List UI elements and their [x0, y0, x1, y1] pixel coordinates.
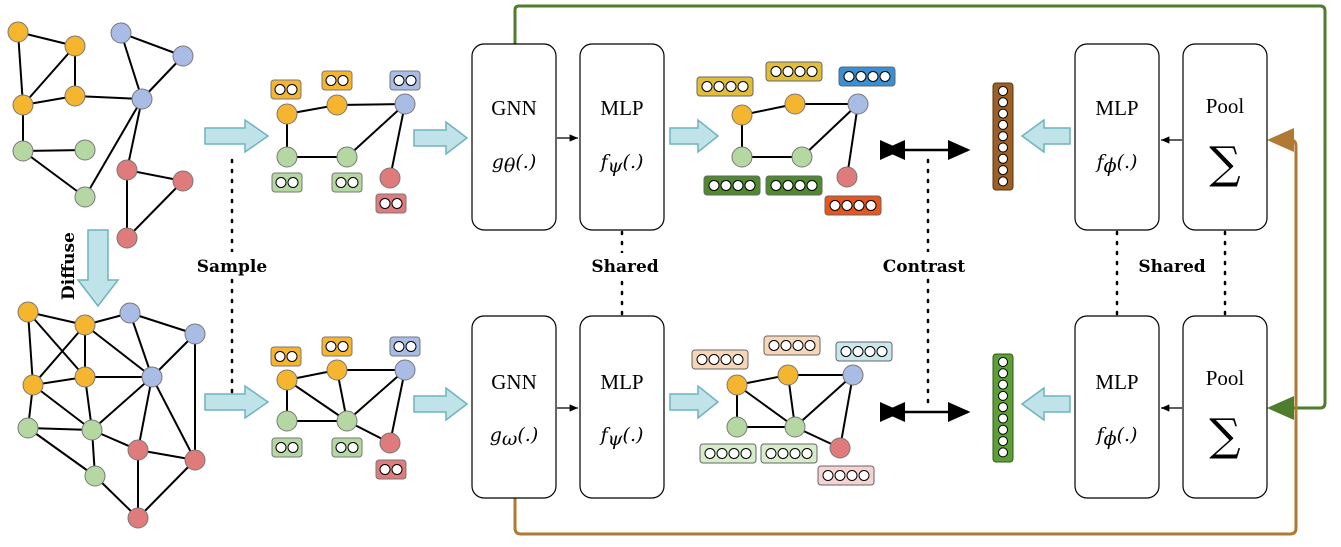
mlp-node-bottom-formula: fψ(.): [599, 424, 644, 450]
mlp-node-top-formula: fψ(.): [599, 151, 644, 177]
mlp-node-top-title: MLP: [600, 96, 643, 120]
sample-label: Sample: [197, 257, 268, 277]
brown-loop-line: [513, 128, 1298, 536]
pool-bottom-title: Pool: [1206, 366, 1245, 390]
mlp-graph-block-top: MLP fϕ(.): [1074, 43, 1160, 231]
green-loop-line: [513, 4, 1327, 420]
diffuse-label: Diffuse: [59, 232, 79, 300]
sum-icon: ∑: [1209, 410, 1240, 461]
mlp-graph-block-bottom: MLP fϕ(.): [1074, 315, 1160, 499]
mlp-graph-top-formula: fϕ(.): [1095, 151, 1138, 177]
mlp-graph-top-title: MLP: [1095, 96, 1138, 120]
diffused-graph: [17, 301, 206, 529]
sum-icon: ∑: [1209, 138, 1240, 189]
gnn-block-top: GNN gθ(.): [471, 43, 557, 231]
pool-block-top: Pool ∑: [1182, 43, 1268, 231]
shared-left-label: Shared: [591, 257, 658, 277]
node-embeddings-top: [696, 61, 896, 216]
gnn-top-title: GNN: [491, 96, 537, 120]
gnn-bottom-title: GNN: [491, 370, 537, 394]
gnn-bottom-formula: gω(.): [490, 424, 539, 450]
node-embeddings-bottom: [691, 335, 893, 486]
mlp-node-bottom-title: MLP: [600, 370, 643, 394]
subgraph-top: [270, 70, 421, 214]
gnn-block-bottom: GNN gω(.): [471, 315, 557, 499]
mlp-graph-bottom-title: MLP: [1095, 370, 1138, 394]
input-arrow-top: [413, 120, 469, 156]
mlp-graph-bottom-formula: fϕ(.): [1095, 424, 1138, 450]
gnn-top-formula: gθ(.): [492, 151, 537, 177]
feature-chips-top: [270, 70, 421, 214]
vector-arrow-top: [1020, 118, 1071, 154]
vector-arrow-bottom: [1020, 386, 1071, 422]
pool-block-bottom: Pool ∑: [1182, 315, 1268, 499]
subgraph-bottom: [270, 336, 421, 480]
pool-top-title: Pool: [1206, 94, 1245, 118]
embedding-chips-top: [696, 61, 896, 216]
mlp-node-block-top: MLP fψ(.): [579, 43, 665, 231]
shared-right-label: Shared: [1138, 257, 1205, 277]
feature-chips-bottom: [270, 336, 421, 480]
embed-arrow-top: [669, 118, 720, 154]
sample-arrow-top: [204, 118, 270, 154]
embed-arrow-bottom: [669, 384, 720, 420]
input-arrow-bottom: [413, 386, 469, 422]
mlp-node-block-bottom: MLP fψ(.): [579, 315, 665, 499]
embedding-chips-bottom: [691, 335, 893, 486]
graph-embedding-vector-top: [992, 82, 1014, 191]
contrast-label: Contrast: [883, 257, 966, 277]
original-graph: [7, 21, 194, 249]
sample-arrow-bottom: [204, 384, 270, 420]
graph-embedding-vector-bottom: [992, 353, 1014, 463]
diffuse-arrow: [76, 229, 120, 308]
